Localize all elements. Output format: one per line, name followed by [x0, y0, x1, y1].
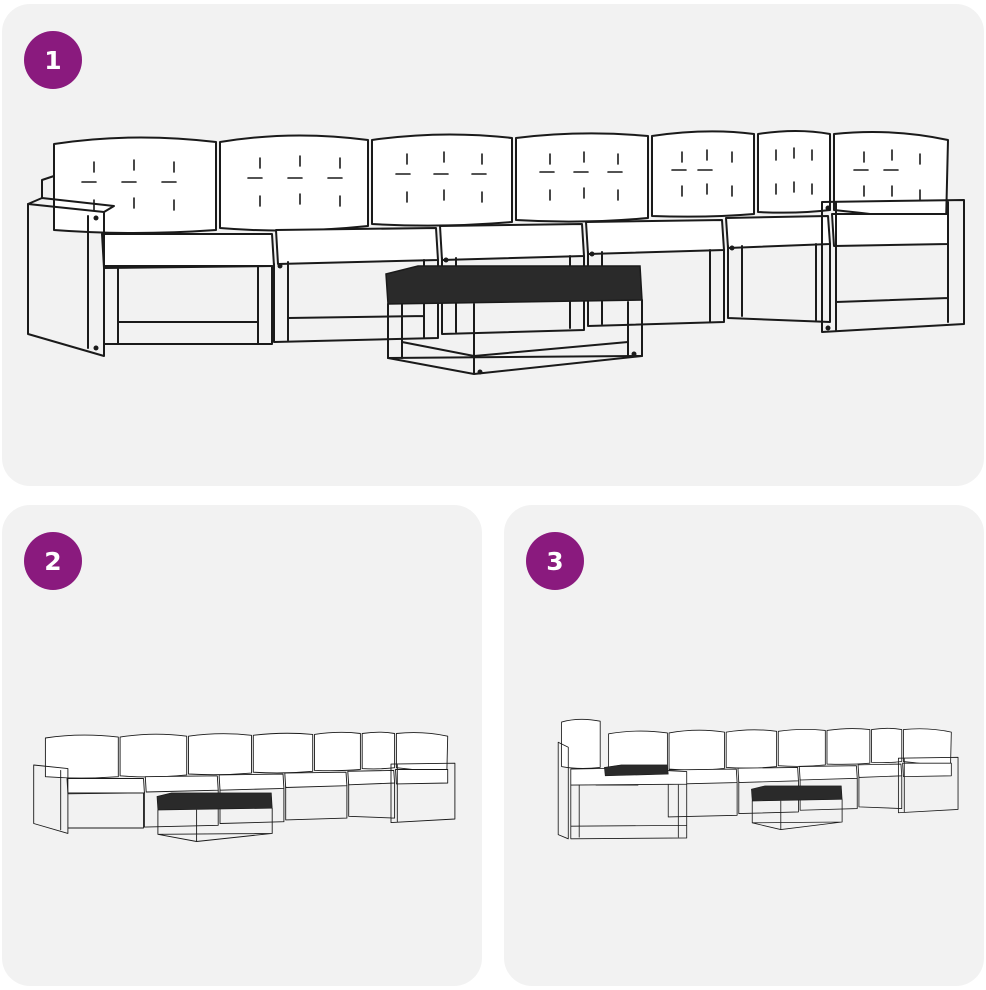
step-badge-2: 2 — [24, 532, 82, 590]
step-3-panel: 3 — [504, 505, 984, 986]
step-1-panel: 1 — [2, 4, 984, 486]
sofa-illustration-large — [27, 130, 965, 375]
step-badge-3: 3 — [526, 532, 584, 590]
step-2-panel: 2 — [2, 505, 482, 986]
sofa-illustration-alt — [557, 718, 959, 840]
step-badge-1: 1 — [24, 31, 82, 89]
sofa-illustration-medium — [33, 731, 456, 842]
